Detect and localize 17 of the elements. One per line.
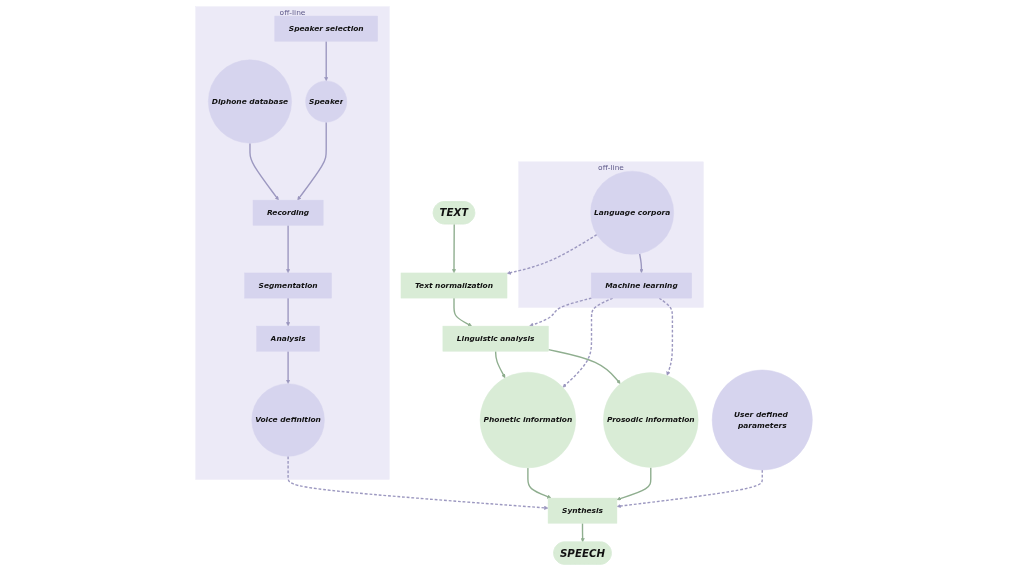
arrow	[286, 224, 291, 274]
arrow	[249, 142, 280, 201]
arrow	[617, 466, 652, 501]
arrow	[495, 350, 506, 379]
arrow	[529, 297, 593, 327]
arrow	[453, 297, 473, 327]
arrow	[548, 348, 621, 384]
arrow	[324, 40, 329, 82]
arrow	[659, 297, 674, 376]
arrow	[286, 297, 291, 327]
arrow	[617, 469, 764, 509]
arrow	[287, 455, 549, 510]
arrow	[297, 121, 328, 201]
arrow	[286, 350, 291, 384]
arrow	[452, 223, 457, 274]
arrow	[527, 467, 552, 499]
arrow	[507, 233, 598, 275]
